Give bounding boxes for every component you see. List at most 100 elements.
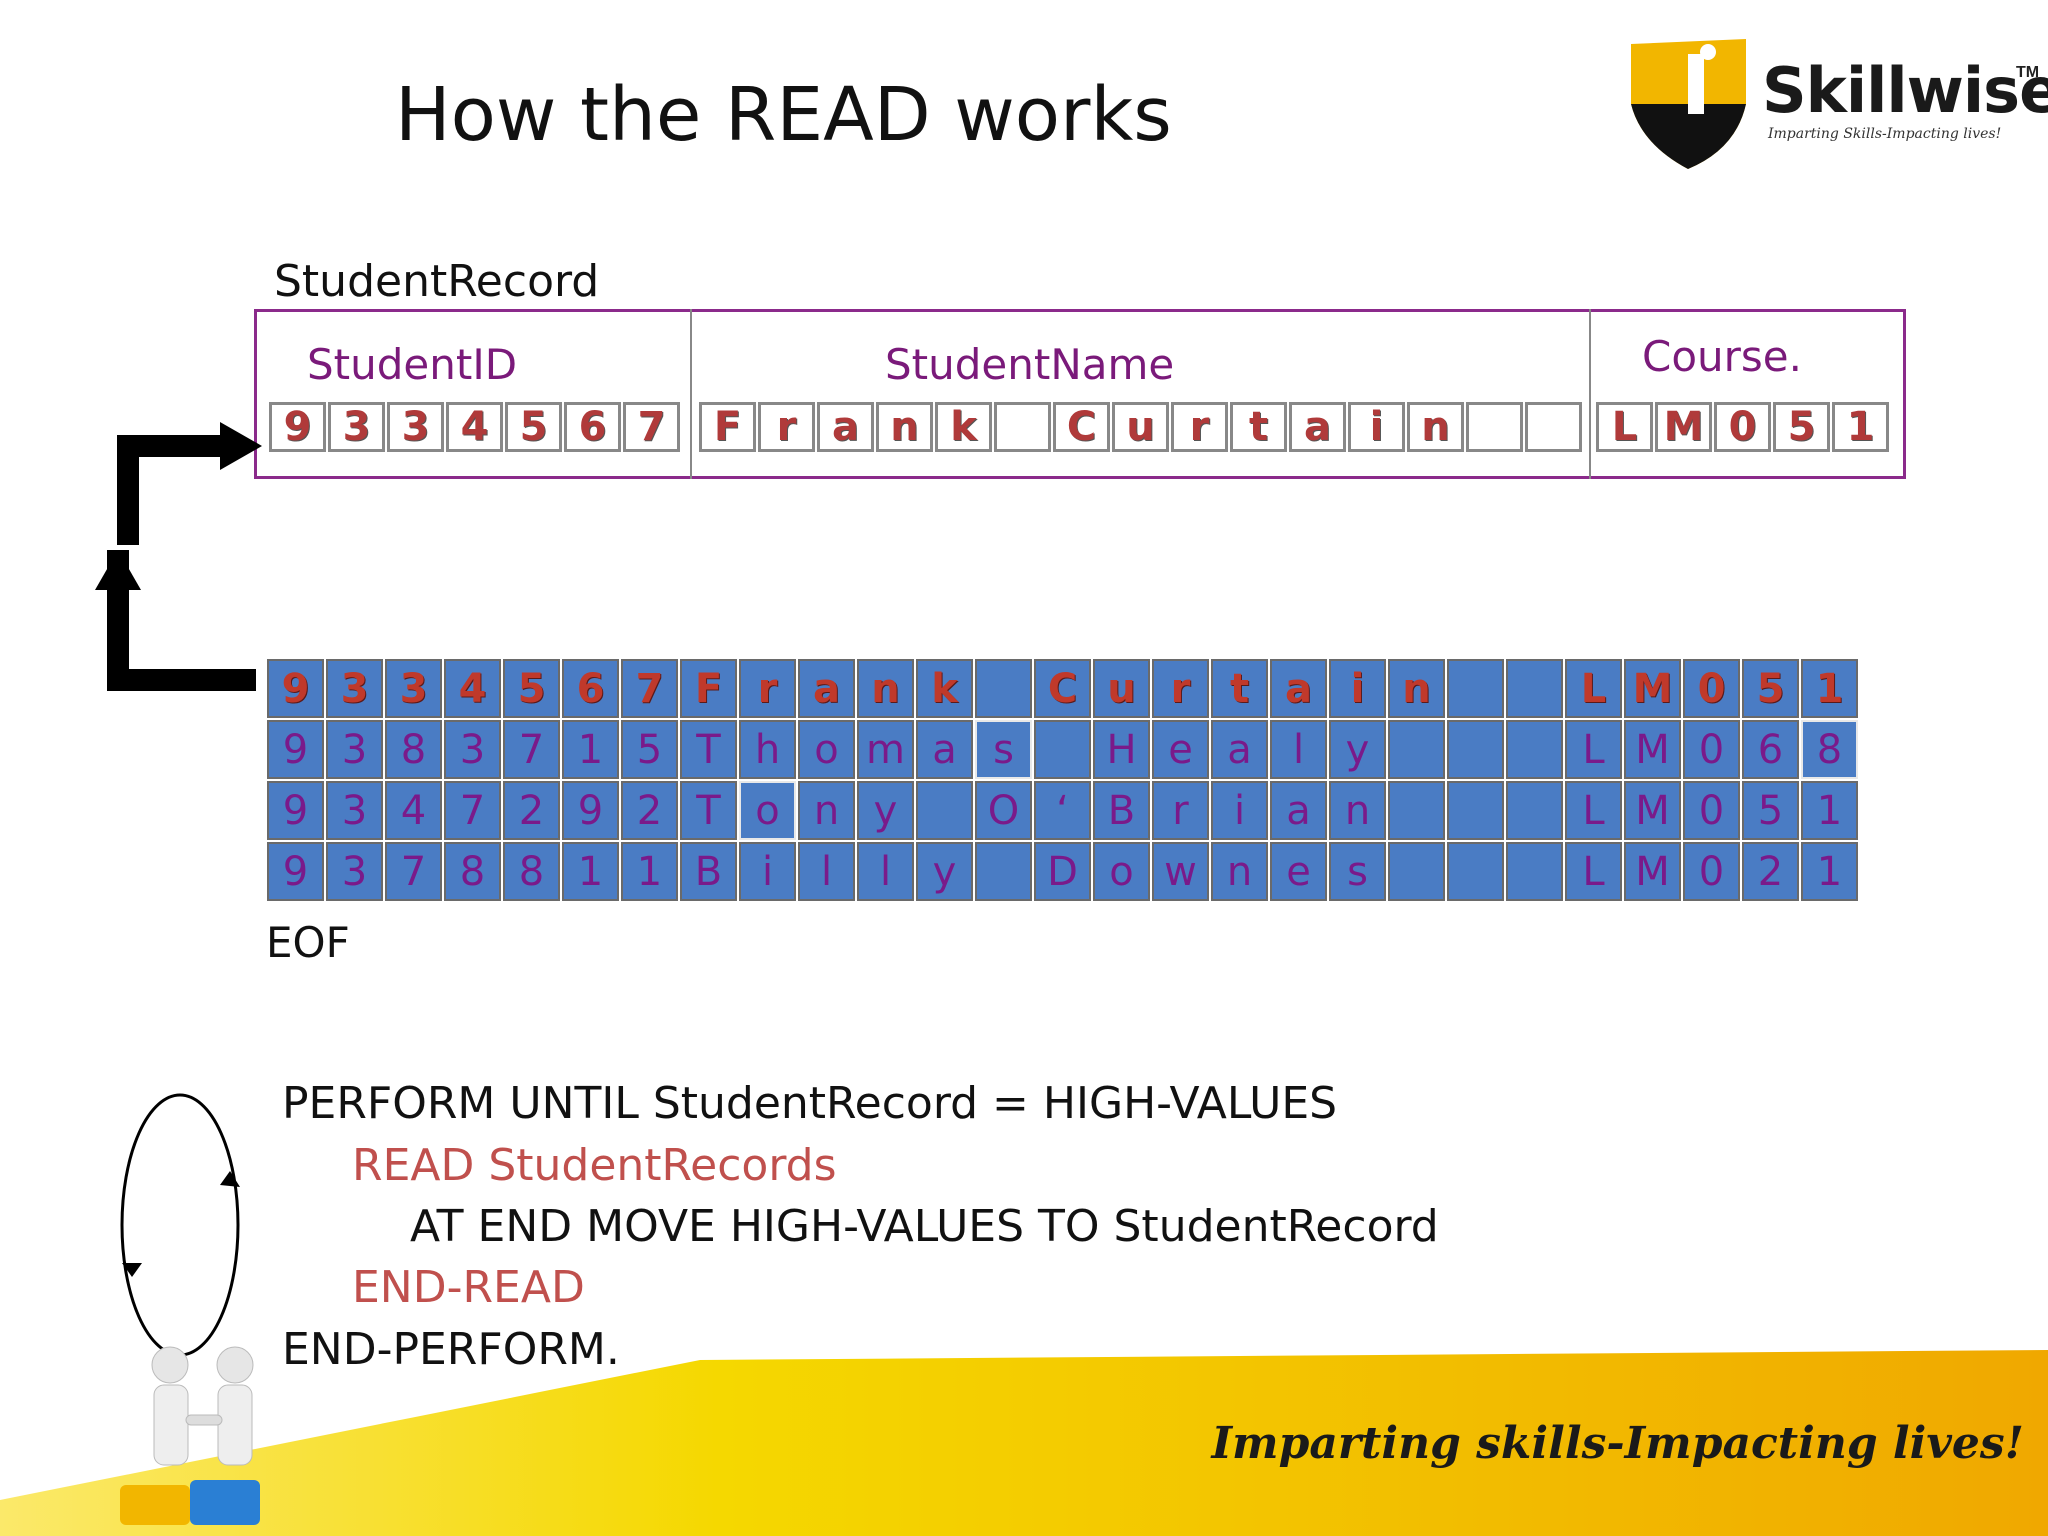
file-char-cell: a [1211, 720, 1268, 779]
record-label: StudentRecord [274, 256, 600, 307]
handshake-illustration-icon [120, 1346, 260, 1525]
footer-band [0, 1350, 2048, 1536]
code-line-end-read: END-READ [352, 1262, 585, 1313]
record-char-cell: r [758, 402, 815, 452]
file-char-cell: L [1565, 659, 1622, 718]
file-char-cell: 9 [267, 659, 324, 718]
file-char-cell [916, 781, 973, 840]
file-char-cell [1388, 720, 1445, 779]
file-char-cell: 5 [621, 720, 678, 779]
file-char-cell: n [1329, 781, 1386, 840]
file-char-cell: a [798, 659, 855, 718]
file-char-cell [1506, 842, 1563, 901]
code-line-read: READ StudentRecords [352, 1140, 837, 1191]
file-char-cell: l [1270, 720, 1327, 779]
file-char-cell: 1 [1801, 842, 1858, 901]
file-char-cell: ‘ [1034, 781, 1091, 840]
file-char-cell: y [857, 781, 914, 840]
file-char-cell: T [680, 720, 737, 779]
file-char-cell: a [1270, 659, 1327, 718]
record-char-cell: 1 [1832, 402, 1889, 452]
record-char-cell: 9 [269, 402, 326, 452]
course-label: Course. [1642, 332, 1802, 381]
file-char-cell: n [1388, 659, 1445, 718]
file-char-cell: n [857, 659, 914, 718]
file-char-cell [1447, 842, 1504, 901]
file-char-cell: M [1624, 842, 1681, 901]
record-char-cell: F [699, 402, 756, 452]
file-char-cell: L [1565, 781, 1622, 840]
shield-icon [1631, 39, 1746, 169]
file-char-cell: r [1152, 781, 1209, 840]
file-char-cell: 1 [562, 720, 619, 779]
record-char-cell: t [1230, 402, 1287, 452]
file-char-cell: l [798, 842, 855, 901]
eof-label: EOF [266, 918, 350, 967]
record-char-cell: n [876, 402, 933, 452]
file-char-cell: n [798, 781, 855, 840]
file-char-cell: 9 [562, 781, 619, 840]
file-char-cell: a [1270, 781, 1327, 840]
file-char-cell [1447, 659, 1504, 718]
logo-tagline: Imparting Skills-Impacting lives! [1768, 126, 2002, 142]
file-char-cell: u [1093, 659, 1150, 718]
file-char-cell: 2 [503, 781, 560, 840]
file-char-cell: r [1152, 659, 1209, 718]
code-line-perform: PERFORM UNTIL StudentRecord = HIGH-VALUE… [282, 1078, 1338, 1129]
file-char-cell [1506, 720, 1563, 779]
file-char-cell: D [1034, 842, 1091, 901]
file-char-cell: O [975, 781, 1032, 840]
record-char-cell: 3 [387, 402, 444, 452]
file-char-cell: 8 [385, 720, 442, 779]
file-char-cell: i [1329, 659, 1386, 718]
file-char-cell: 1 [562, 842, 619, 901]
file-char-cell: M [1624, 659, 1681, 718]
file-char-cell: C [1034, 659, 1091, 718]
student-name-label: StudentName [885, 340, 1175, 389]
file-char-cell: 5 [503, 659, 560, 718]
file-char-cell: 8 [444, 842, 501, 901]
record-char-cell: 6 [564, 402, 621, 452]
slide-title: How the READ works [395, 72, 1172, 158]
record-char-cell: u [1112, 402, 1169, 452]
file-char-cell: 6 [1742, 720, 1799, 779]
file-char-cell: 3 [326, 842, 383, 901]
file-char-cell [975, 842, 1032, 901]
file-char-cell: F [680, 659, 737, 718]
loop-cycle-icon [120, 1093, 240, 1357]
file-char-cell: T [680, 781, 737, 840]
file-char-cell: 7 [503, 720, 560, 779]
file-char-cell [1388, 842, 1445, 901]
record-char-cell: r [1171, 402, 1228, 452]
file-char-cell: M [1624, 781, 1681, 840]
record-char-cell: 5 [1773, 402, 1830, 452]
skillwise-logo: Skillwise TM Imparting Skills-Impacting … [1626, 34, 2048, 174]
record-char-cell: n [1407, 402, 1464, 452]
logo-tm: TM [2016, 64, 2040, 81]
footer-tagline: Imparting skills-Impacting lives! [1211, 1418, 2024, 1469]
file-char-cell: t [1211, 659, 1268, 718]
file-char-cell [1506, 659, 1563, 718]
record-char-cell: L [1596, 402, 1653, 452]
file-char-cell [1388, 781, 1445, 840]
file-char-cell: 4 [385, 781, 442, 840]
file-char-cell: k [916, 659, 973, 718]
file-char-cell [1034, 720, 1091, 779]
file-char-cell: l [857, 842, 914, 901]
file-char-cell: s [975, 720, 1032, 779]
file-char-cell: 2 [1742, 842, 1799, 901]
record-char-cell: 4 [446, 402, 503, 452]
file-char-cell: e [1270, 842, 1327, 901]
file-char-cell: 8 [1801, 720, 1858, 779]
file-char-cell [1447, 781, 1504, 840]
code-line-at-end: AT END MOVE HIGH-VALUES TO StudentRecord [410, 1201, 1439, 1252]
student-id-label: StudentID [307, 340, 518, 389]
file-char-cell [1506, 781, 1563, 840]
file-char-cell: L [1565, 720, 1622, 779]
